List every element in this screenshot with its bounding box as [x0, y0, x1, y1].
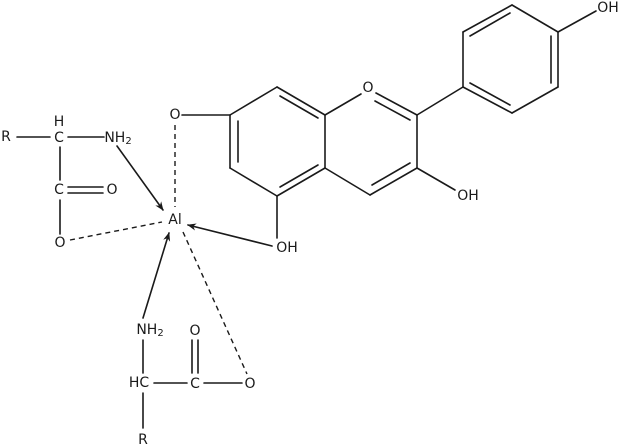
nh2-label-2: NH2	[136, 322, 163, 339]
arrow-nh2-al-1	[116, 145, 164, 211]
amino-acid-1: R H C NH2 C O O	[1, 114, 132, 251]
flavonoid-c-ring	[324, 92, 418, 196]
ring-o-label: O	[362, 80, 373, 96]
aluminum-label: Al	[168, 212, 181, 228]
r-label-1: R	[1, 129, 11, 145]
flavonoid-a-ring	[229, 86, 326, 197]
c-carbonyl-label-2: C	[190, 376, 200, 392]
r-label-2: R	[138, 432, 148, 447]
hc-label-2: HC	[129, 375, 150, 391]
arrow-nh2-al-2	[142, 232, 171, 319]
o-double-label-1: O	[106, 182, 117, 198]
o-single-label-1: O	[54, 235, 65, 251]
o-single-label-2: O	[244, 376, 255, 392]
h-label-1: H	[54, 114, 65, 130]
c-alpha-label-1: C	[54, 130, 64, 146]
oh5-label: OH	[276, 240, 298, 256]
nh2-label-1: NH2	[104, 130, 131, 147]
dashed-bond-al-o-2	[182, 231, 248, 375]
amino-acid-2: NH2 HC C O O R	[129, 322, 256, 447]
c-carbonyl-label-1: C	[54, 182, 64, 198]
oh3-label: OH	[457, 188, 479, 204]
flavonoid-b-ring	[416, 4, 597, 116]
oh4p-label: OH	[597, 0, 619, 16]
dashed-bond-o-al-1	[69, 221, 163, 241]
o7-label: O	[169, 107, 180, 123]
bond-oh3	[416, 167, 456, 191]
arrow-oh5-al	[187, 223, 273, 247]
o-double-label-2: O	[189, 323, 200, 339]
